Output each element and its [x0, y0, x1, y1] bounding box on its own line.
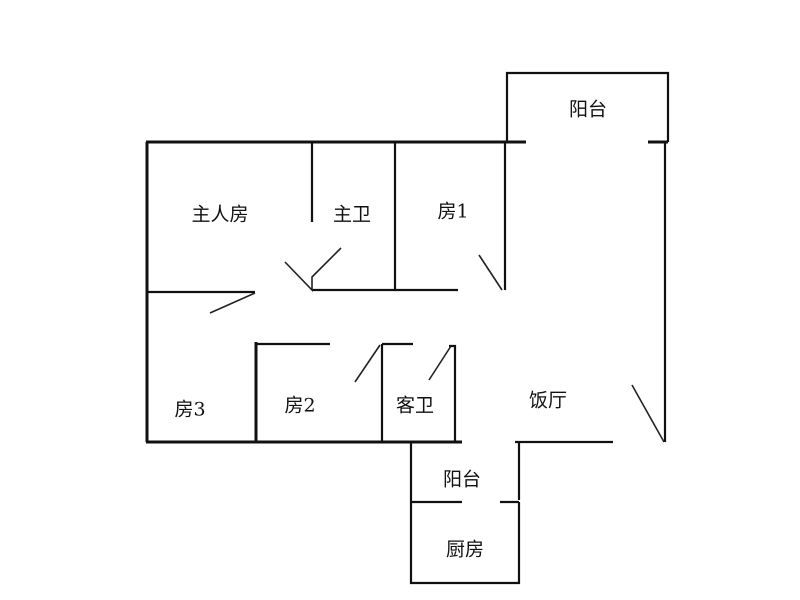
label-room1: 房1: [437, 200, 469, 223]
label-master-bedroom: 主人房: [191, 203, 249, 226]
wall-guest-bath-right: [449, 344, 457, 442]
label-kitchen: 厨房: [445, 538, 485, 561]
wall-kitchen-left: [409, 442, 521, 585]
door-master-bedroom: [284, 247, 342, 292]
label-room3: 房3: [174, 398, 206, 421]
door-room2: [354, 344, 381, 383]
label-balcony-bottom: 阳台: [442, 468, 482, 491]
wall-guest-bath-left: [380, 342, 413, 442]
label-balcony-top: 阳台: [568, 98, 608, 121]
label-room2: 房2: [284, 394, 316, 417]
label-guest-bath: 客卫: [395, 394, 435, 417]
door-room3: [209, 292, 256, 314]
door-dining: [631, 384, 665, 443]
label-dining: 饭厅: [528, 389, 568, 412]
door-guest-bath: [428, 345, 452, 381]
door-room1: [478, 254, 503, 291]
label-master-bath: 主卫: [332, 203, 372, 226]
wall-balcony-top: [505, 71, 670, 142]
